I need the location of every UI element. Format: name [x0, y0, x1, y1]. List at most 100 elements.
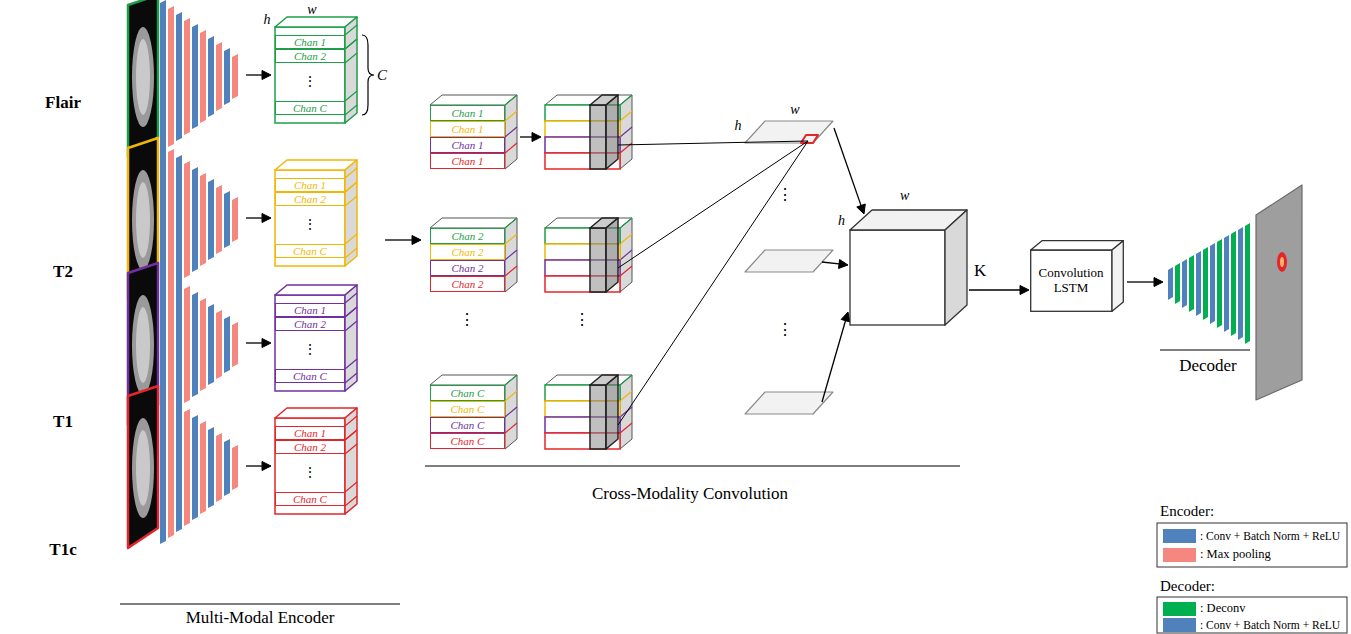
caption-label: Decoder:	[1160, 578, 1215, 595]
conv-kernel	[590, 385, 606, 449]
encoder-layer	[224, 439, 230, 496]
channel-slab: Chan C	[275, 369, 345, 383]
caption-label: Multi-Modal Encoder	[186, 609, 335, 628]
slab-edge	[345, 444, 357, 454]
channel-label: Chan C	[293, 245, 327, 257]
tumor-mask	[1277, 252, 1287, 272]
channel-label: Chan 1	[451, 139, 483, 151]
section-rule	[120, 604, 400, 605]
section-rule	[1160, 350, 1250, 351]
stack-top-face	[545, 375, 632, 385]
decoder-layer	[1210, 243, 1215, 324]
decoder-layer	[1231, 231, 1236, 336]
slab-edge	[505, 218, 517, 228]
encoder-layer	[168, 149, 174, 290]
box-label: Convolution LSTM	[1034, 266, 1108, 296]
channel-slab: Chan C	[275, 101, 345, 115]
decoder-layer	[1217, 239, 1222, 328]
brain-image	[132, 170, 154, 270]
channel-slab: Chan C	[275, 244, 345, 258]
caption-label: Encoder:	[1160, 503, 1214, 520]
channel-slab: Chan 2	[275, 440, 345, 454]
flow-arrow-head	[839, 259, 848, 268]
flow-arrow-head	[857, 204, 865, 214]
slab-edge	[345, 39, 357, 49]
slab-edge	[345, 359, 357, 369]
channel-slab: Chan 1	[275, 303, 345, 317]
encoder-layer	[216, 42, 222, 111]
slab-edge	[505, 234, 517, 244]
legend-swatch	[1163, 548, 1196, 562]
caption-label: ⋮	[303, 74, 317, 89]
channel-label: Chan 1	[294, 304, 326, 316]
channel-label: Chan C	[451, 387, 485, 399]
stack-top-face	[275, 285, 357, 295]
encoder-layer	[160, 391, 166, 544]
brain-image	[136, 39, 150, 115]
flow-arrow	[1127, 281, 1156, 282]
stack-side-face	[505, 95, 517, 169]
channel-slab: Chan 1	[430, 121, 505, 137]
channel-slab: Chan 2	[430, 260, 505, 276]
legend-swatch	[1163, 602, 1196, 616]
encoder-layer	[168, 397, 174, 538]
segmentation-output	[1256, 185, 1302, 400]
encoder-layer	[168, 6, 174, 147]
slab-edge	[345, 248, 357, 258]
stack-top-face	[430, 95, 517, 105]
slab-edge	[345, 53, 357, 63]
encoder-layer	[176, 12, 182, 141]
channel-label: Chan 2	[451, 246, 483, 258]
slab-edge	[345, 482, 357, 492]
flow-arrow-head	[262, 71, 271, 80]
tumor-mask	[1280, 257, 1284, 267]
mri-slice	[128, 0, 158, 157]
legend-swatch	[1163, 529, 1196, 543]
flow-arrow	[246, 74, 264, 75]
slab-edge	[505, 423, 517, 433]
slab-edge	[505, 407, 517, 417]
legend-text: : Max pooling	[1200, 548, 1271, 562]
dimension-label: h	[838, 213, 845, 228]
dimension-label: K	[974, 262, 986, 281]
feature-stack	[275, 295, 345, 391]
flow-arrow-head	[412, 236, 421, 245]
brain-image	[132, 27, 154, 127]
slab-edge	[505, 95, 517, 105]
encoder-layer	[176, 280, 182, 409]
slab-edge	[345, 496, 357, 506]
flow-arrow	[385, 239, 414, 240]
channel-slab: Chan 1	[430, 105, 505, 121]
slab-edge	[505, 375, 517, 385]
conv-kernel	[606, 218, 618, 292]
caption-label: w	[307, 2, 316, 17]
slab-edge	[345, 416, 357, 426]
channel-label: Chan C	[293, 370, 327, 382]
flow-arrow	[822, 319, 846, 402]
slab-edge	[345, 430, 357, 440]
slab-edge	[345, 182, 357, 192]
flow-arrow-head	[532, 133, 541, 142]
decoder-layer	[1189, 255, 1194, 312]
slab-edge	[620, 266, 632, 276]
encoder-layer	[224, 316, 230, 373]
channel-label: Chan 1	[451, 107, 483, 119]
connector-arrow	[969, 286, 1029, 295]
slab-edge	[620, 234, 632, 244]
stack-side-face	[345, 160, 357, 266]
channel-label: Chan 2	[451, 230, 483, 242]
caption-label: w	[790, 102, 799, 117]
encoder-layer	[192, 292, 198, 397]
channel-slab: Chan 2	[430, 244, 505, 260]
channel-label: Chan 2	[294, 441, 326, 453]
stack-side-face	[620, 218, 632, 292]
channel-label: Chan 2	[294, 50, 326, 62]
mri-slice	[128, 386, 158, 548]
channel-brace	[362, 35, 374, 115]
caption-label: T1	[53, 413, 73, 432]
channel-label: Chan 1	[294, 36, 326, 48]
encoder-layer	[192, 167, 198, 272]
feature-stack	[275, 418, 345, 514]
